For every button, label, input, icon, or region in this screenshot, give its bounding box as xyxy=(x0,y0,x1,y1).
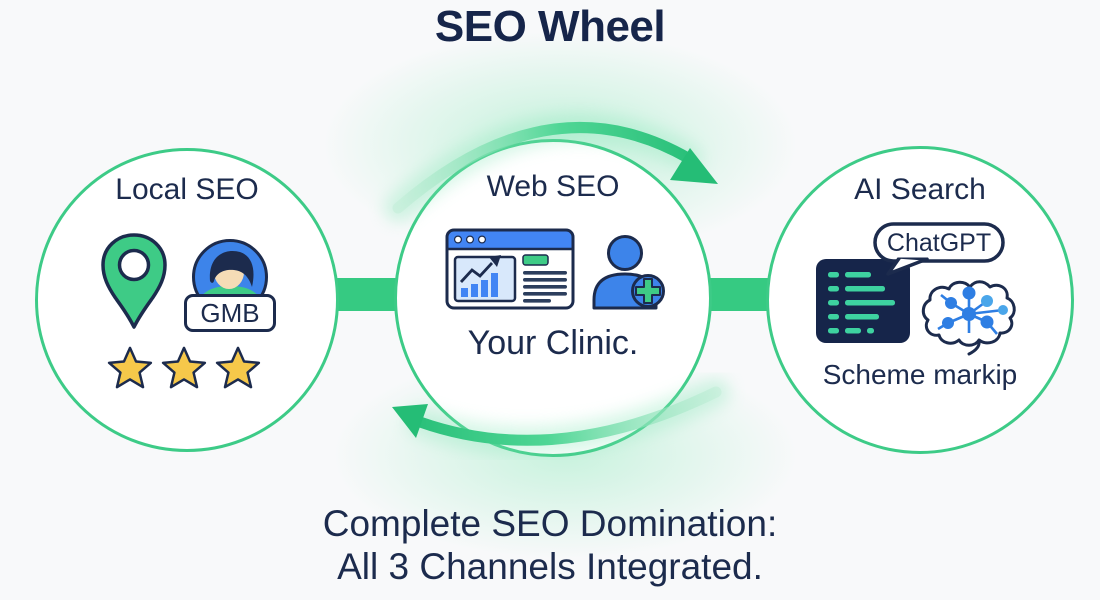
code-block-icon xyxy=(816,259,910,343)
chatgpt-bubble-icon: ChatGPT xyxy=(873,222,1005,276)
local-seo-label: Local SEO xyxy=(115,173,259,206)
star-rating xyxy=(106,345,262,391)
footer-text: Complete SEO Domination: All 3 Channels … xyxy=(0,503,1100,589)
brain-network-icon xyxy=(921,280,1016,356)
gmb-badge-label: GMB xyxy=(200,297,260,328)
map-pin-icon xyxy=(101,233,167,329)
browser-analytics-icon xyxy=(445,228,575,310)
web-seo-caption: Your Clinic. xyxy=(467,324,639,362)
footer-line-2: All 3 Channels Integrated. xyxy=(337,545,763,587)
chatgpt-bubble-label: ChatGPT xyxy=(887,229,991,257)
page-title: SEO Wheel xyxy=(434,2,666,51)
star-icon xyxy=(161,346,207,389)
ai-search-label: AI Search xyxy=(854,173,986,206)
star-icon xyxy=(215,346,261,389)
footer-line-1: Complete SEO Domination: xyxy=(322,503,778,544)
ai-search-caption: Scheme markip xyxy=(822,359,1018,390)
star-icon xyxy=(107,346,153,389)
circle-web-seo: Web SEO Your xyxy=(394,139,712,457)
gmb-badge: GMB xyxy=(184,294,276,332)
person-add-icon xyxy=(592,235,665,310)
circle-ai-search: AI Search ChatGPT xyxy=(766,146,1074,454)
web-seo-label: Web SEO xyxy=(486,170,620,203)
circle-local-seo: Local SEO GMB xyxy=(35,148,339,452)
